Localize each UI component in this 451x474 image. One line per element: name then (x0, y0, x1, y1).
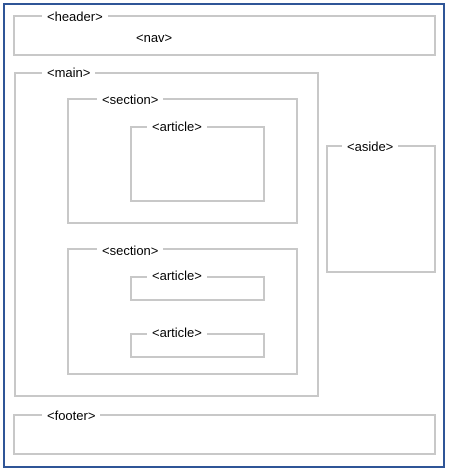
aside-box (326, 145, 436, 273)
article-label-3: <article> (147, 325, 207, 340)
main-box (14, 72, 319, 397)
section-label-1: <section> (97, 92, 164, 107)
main-label: <main> (42, 65, 96, 80)
aside-label: <aside> (342, 139, 399, 154)
section-label-2: <section> (97, 243, 164, 258)
article-label-2: <article> (147, 268, 207, 283)
article-box-1 (130, 126, 265, 202)
nav-label: <nav> (131, 30, 178, 45)
page-frame (3, 3, 445, 468)
section-box-2 (67, 248, 298, 375)
header-box (13, 15, 436, 56)
section-box-1 (67, 98, 298, 224)
footer-label: <footer> (42, 408, 101, 423)
header-label: <header> (42, 9, 108, 24)
article-label-1: <article> (147, 119, 207, 134)
footer-box (13, 414, 436, 455)
